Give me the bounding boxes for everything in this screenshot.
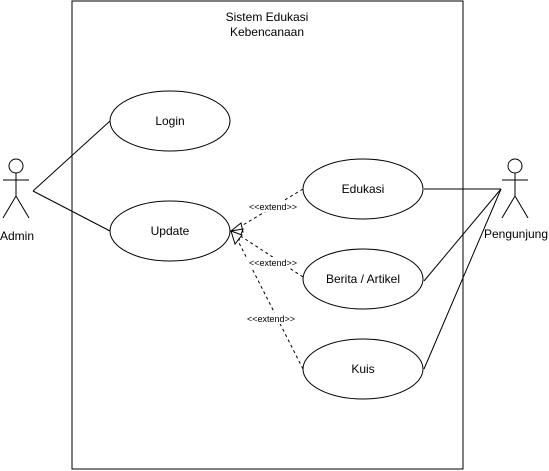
use-case-update-label: Update	[151, 224, 190, 238]
extend-label-bg-3	[241, 313, 301, 324]
extend-label-kuis: <<extend>>	[247, 314, 295, 324]
system-title-line1: Sistem Edukasi	[226, 10, 309, 24]
use-case-kuis[interactable]	[302, 338, 424, 400]
use-case-update[interactable]	[109, 200, 231, 262]
use-case-login-label: Login	[155, 114, 184, 128]
extend-edukasi-update	[232, 188, 304, 232]
use-case-edukasi-label: Edukasi	[342, 182, 385, 196]
actor-pengunjung-label: Pengunjung	[484, 227, 548, 241]
extend-berita-update	[232, 230, 304, 278]
actor-pengunjung-icon[interactable]	[501, 158, 529, 219]
extend-kuis-update	[232, 230, 304, 370]
use-case-kuis-label: Kuis	[351, 362, 374, 376]
extend-label-bg-1	[243, 201, 303, 212]
association-pengunjung-kuis	[423, 188, 502, 370]
association-admin-login	[32, 120, 111, 192]
use-case-edukasi[interactable]	[302, 158, 424, 220]
extend-arrowhead-3	[230, 230, 243, 246]
association-pengunjung-berita	[423, 188, 502, 282]
system-title-line2: Kebencanaan	[230, 25, 304, 39]
extend-label-bg-2	[243, 257, 303, 268]
use-case-login[interactable]	[109, 90, 231, 152]
use-case-berita-label: Berita / Artikel	[326, 272, 400, 286]
extend-label-edukasi: <<extend>>	[249, 202, 297, 212]
actor-admin-icon[interactable]	[2, 158, 30, 219]
extend-label-berita: <<extend>>	[249, 258, 297, 268]
association-admin-update	[32, 190, 111, 232]
actor-admin-label: Admin	[0, 229, 34, 243]
use-case-berita[interactable]	[302, 248, 424, 310]
